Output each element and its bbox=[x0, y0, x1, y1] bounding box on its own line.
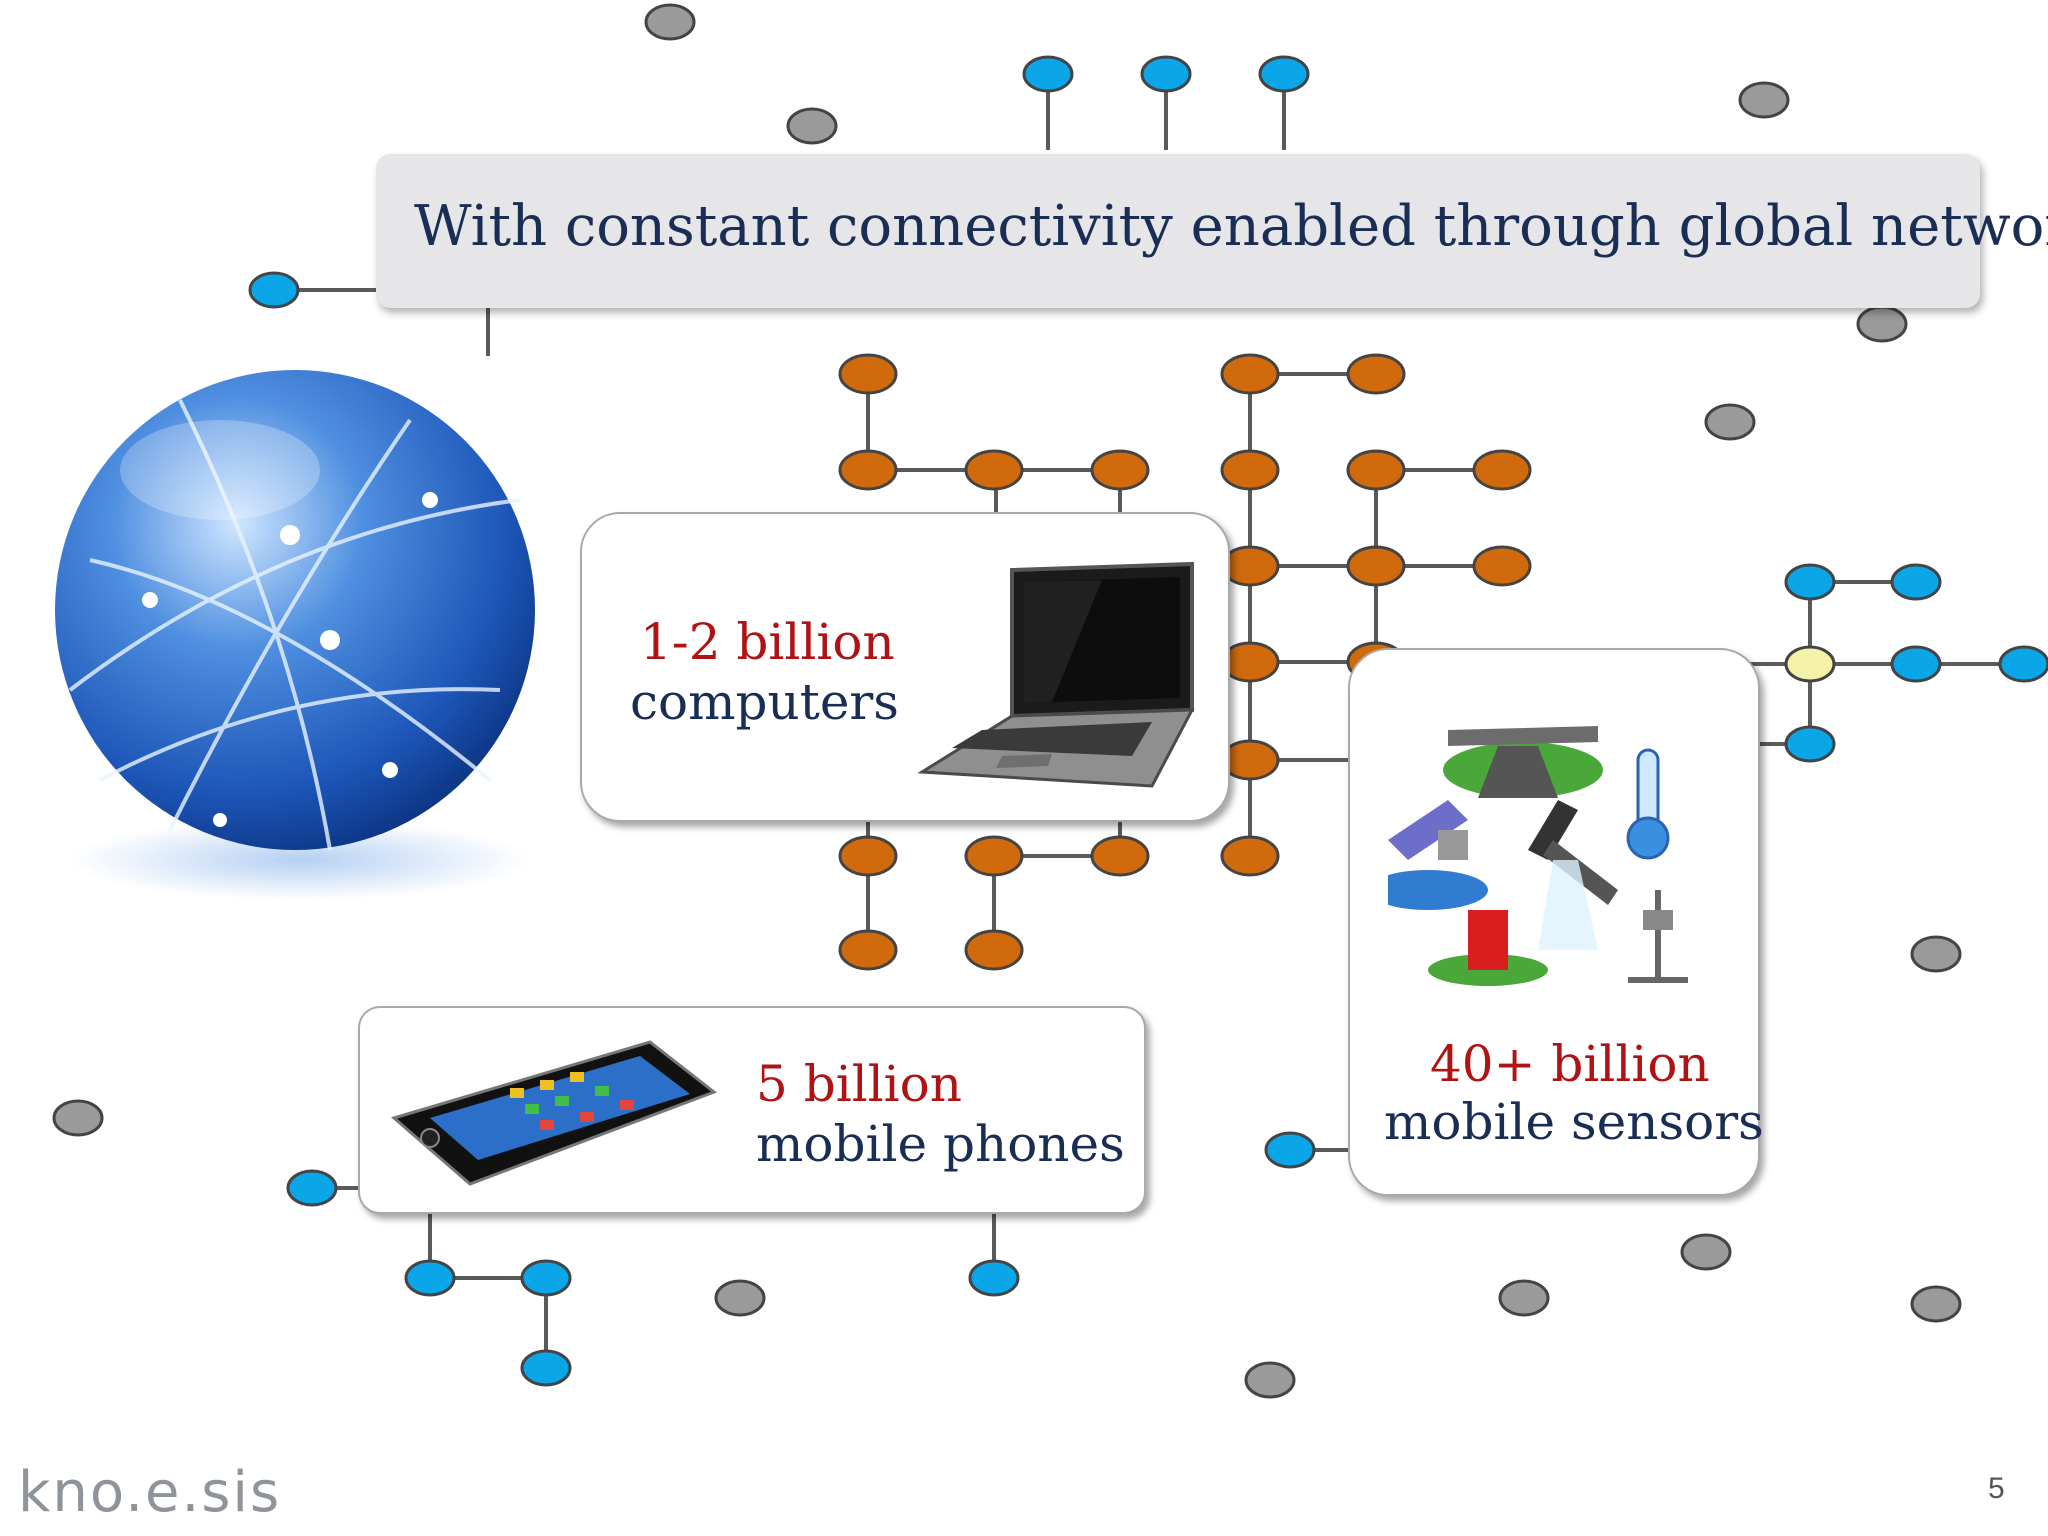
network-nodes bbox=[52, 3, 2048, 1399]
logo-text: kno.e.sis bbox=[18, 1460, 282, 1525]
yellow-nodes bbox=[1784, 645, 1836, 683]
computers-count: 1-2 billion bbox=[640, 613, 895, 671]
sensors-count: 40+ billion bbox=[1430, 1035, 1710, 1093]
sensors-box: 40+ billion mobile sensors bbox=[1348, 648, 1764, 1196]
phones-box: 5 billion mobile phones bbox=[358, 1006, 1146, 1214]
orange-nodes bbox=[838, 353, 1532, 971]
title-banner: With constant connectivity enabled throu… bbox=[376, 154, 2048, 308]
computers-box: 1-2 billion computers bbox=[580, 512, 1230, 822]
sensors-label: mobile sensors bbox=[1384, 1093, 1764, 1151]
phones-count: 5 billion bbox=[756, 1055, 962, 1113]
slide-title: With constant connectivity enabled throu… bbox=[414, 194, 2048, 259]
knoesis-logo: kno.e.sis bbox=[18, 1460, 281, 1525]
page-number: 5 bbox=[1988, 1472, 2005, 1505]
computers-label: computers bbox=[630, 673, 899, 731]
laptop-icon bbox=[917, 561, 1195, 788]
phones-label: mobile phones bbox=[756, 1115, 1125, 1173]
gray-nodes bbox=[52, 3, 1962, 1399]
sensor-icons bbox=[1388, 726, 1688, 986]
globe-image bbox=[55, 370, 535, 900]
smartphone-icon bbox=[390, 1040, 718, 1186]
blue-nodes bbox=[248, 55, 2048, 1387]
